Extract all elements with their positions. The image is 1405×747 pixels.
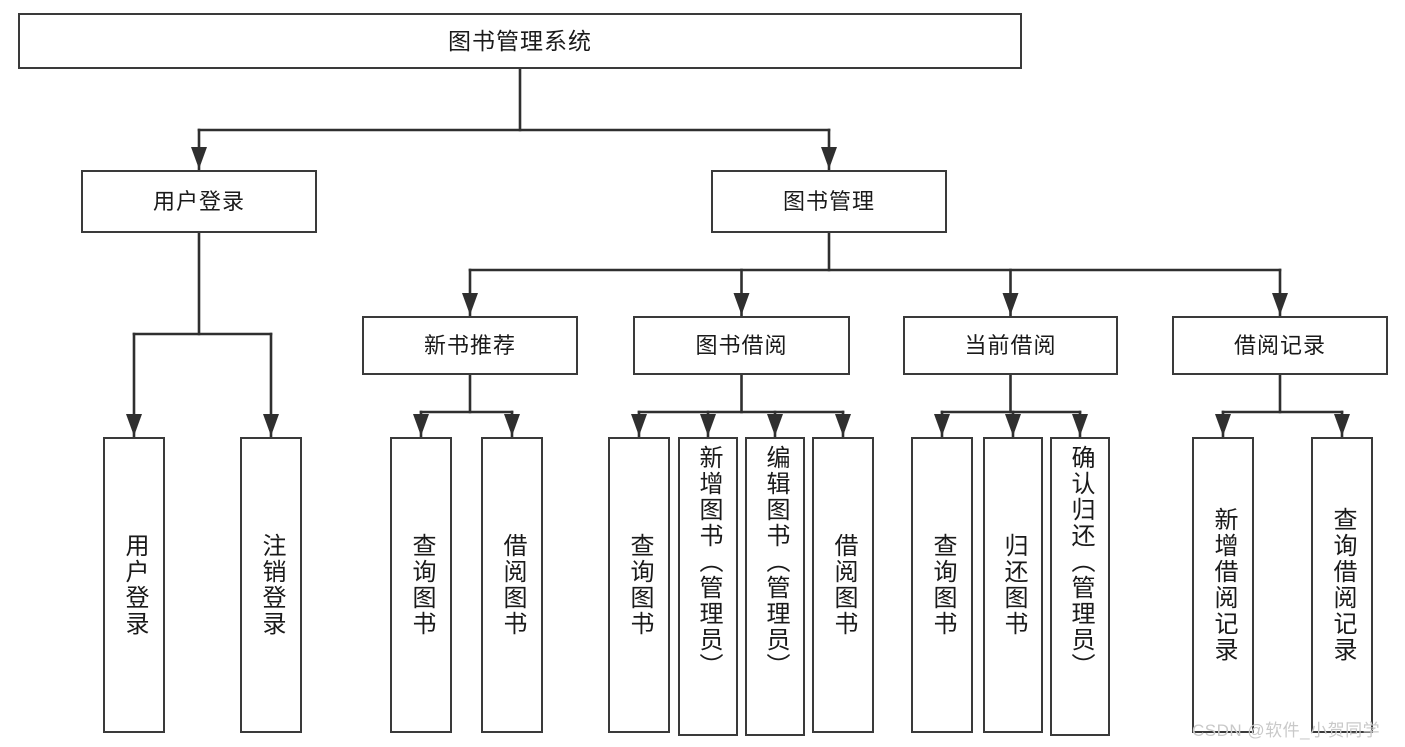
arrowhead-icon <box>191 147 207 169</box>
arrowhead-icon <box>733 293 750 315</box>
node-l_bw_add[interactable]: 新增图书（管理员） <box>678 437 738 736</box>
node-current[interactable]: 当前借阅 <box>903 316 1118 375</box>
arrowhead-icon <box>934 414 950 436</box>
node-l_cu_return[interactable]: 归还图书 <box>983 437 1043 733</box>
arrowhead-icon <box>504 414 520 436</box>
node-l_bw_query[interactable]: 查询图书 <box>608 437 670 733</box>
node-label: 查询借阅记录 <box>1328 507 1356 663</box>
node-label: 当前借阅 <box>964 332 1057 358</box>
node-label: 借阅记录 <box>1233 332 1326 358</box>
node-newbook[interactable]: 新书推荐 <box>362 316 578 375</box>
node-records[interactable]: 借阅记录 <box>1172 316 1388 375</box>
node-l_rc_query[interactable]: 查询借阅记录 <box>1311 437 1373 733</box>
node-l_bw_edit[interactable]: 编辑图书（管理员） <box>745 437 805 736</box>
node-label: 新增图书（管理员） <box>694 445 722 679</box>
arrowhead-icon <box>1215 414 1231 436</box>
arrowhead-icon <box>263 414 279 436</box>
node-label: 借阅图书 <box>498 533 526 637</box>
arrowhead-icon <box>1002 293 1019 315</box>
arrowhead-icon <box>1272 293 1288 315</box>
node-label: 图书管理系统 <box>448 27 592 54</box>
node-label: 新书推荐 <box>423 332 516 358</box>
arrowhead-icon <box>126 414 142 436</box>
node-l_cu_query[interactable]: 查询图书 <box>911 437 973 733</box>
arrowhead-icon <box>835 414 851 436</box>
node-bookmgmt[interactable]: 图书管理 <box>711 170 947 233</box>
node-label: 用户登录 <box>120 533 148 637</box>
arrowhead-icon <box>631 414 647 436</box>
node-label: 图书借阅 <box>695 332 788 358</box>
node-root[interactable]: 图书管理系统 <box>18 13 1022 69</box>
node-l_bw_borrow[interactable]: 借阅图书 <box>812 437 874 733</box>
node-l_cu_confirm[interactable]: 确认归还（管理员） <box>1050 437 1110 736</box>
arrowhead-icon <box>1005 414 1021 436</box>
node-label: 查询图书 <box>928 533 956 637</box>
node-l_userlogin[interactable]: 用户登录 <box>103 437 165 733</box>
node-login[interactable]: 用户登录 <box>81 170 317 233</box>
arrowhead-icon <box>821 147 837 169</box>
arrowhead-icon <box>462 293 478 315</box>
node-l_nb_borrow[interactable]: 借阅图书 <box>481 437 543 733</box>
node-label: 归还图书 <box>999 533 1027 637</box>
node-label: 新增借阅记录 <box>1209 507 1237 663</box>
arrowhead-icon <box>767 414 783 436</box>
arrowhead-icon <box>413 414 429 436</box>
node-label: 注销登录 <box>257 533 285 637</box>
arrowhead-icon <box>700 414 716 436</box>
node-label: 用户登录 <box>152 188 245 214</box>
arrowhead-icon <box>1334 414 1350 436</box>
node-label: 借阅图书 <box>829 533 857 637</box>
watermark-text: CSDN @软件_小贺同学 <box>1192 721 1381 740</box>
node-l_logout[interactable]: 注销登录 <box>240 437 302 733</box>
node-label: 查询图书 <box>625 533 653 637</box>
node-label: 确认归还（管理员） <box>1066 445 1094 679</box>
arrowhead-icon <box>1072 414 1088 436</box>
node-label: 图书管理 <box>782 188 875 214</box>
node-borrow[interactable]: 图书借阅 <box>633 316 850 375</box>
node-l_nb_query[interactable]: 查询图书 <box>390 437 452 733</box>
node-l_rc_add[interactable]: 新增借阅记录 <box>1192 437 1254 733</box>
node-label: 编辑图书（管理员） <box>761 445 789 679</box>
node-label: 查询图书 <box>407 533 435 637</box>
